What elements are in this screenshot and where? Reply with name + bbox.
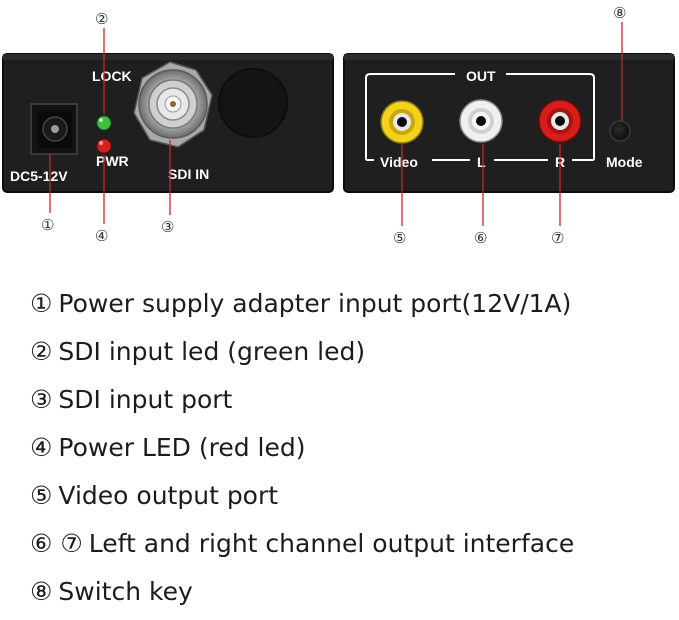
output-side-panel: OUT Video L R Mode bbox=[343, 53, 675, 193]
callout-7: ⑦ bbox=[551, 229, 564, 247]
sdi-bnc-connector bbox=[133, 61, 213, 148]
l-rca-jack bbox=[459, 99, 503, 143]
legend-text: Video output port bbox=[58, 481, 279, 510]
legend-number: ② bbox=[30, 337, 53, 366]
lock-label: LOCK bbox=[92, 68, 132, 84]
callout-5: ⑤ bbox=[393, 229, 406, 247]
l-label: L bbox=[477, 154, 486, 170]
legend-text: SDI input port bbox=[58, 385, 233, 414]
input-side-panel: DC5-12V LOCK PWR SDI IN bbox=[2, 53, 334, 193]
dc-label: DC5-12V bbox=[10, 168, 68, 184]
mode-label: Mode bbox=[606, 154, 643, 170]
sdi-in-label: SDI IN bbox=[168, 166, 209, 182]
callout-3: ③ bbox=[161, 218, 174, 236]
callout-1: ① bbox=[41, 216, 54, 234]
dc-power-jack bbox=[30, 103, 78, 155]
callout-6: ⑥ bbox=[474, 229, 487, 247]
mode-button bbox=[609, 120, 631, 142]
legend-text: Power supply adapter input port(12V/1A) bbox=[58, 289, 572, 318]
callout-lines bbox=[49, 22, 623, 226]
legend-text: Switch key bbox=[58, 577, 193, 606]
legend-number: ④ bbox=[30, 433, 53, 462]
device-panels-diagram: DC5-12V LOCK PWR SDI IN OUT bbox=[2, 4, 675, 247]
callout-8: ⑧ bbox=[613, 4, 626, 22]
legend-number: ⑥ ⑦ bbox=[30, 529, 83, 558]
r-rca-jack bbox=[538, 99, 582, 143]
legend-number: ① bbox=[30, 289, 53, 318]
callout-4: ④ bbox=[95, 227, 108, 245]
blank-recess bbox=[218, 68, 288, 138]
lock-led bbox=[96, 115, 112, 131]
video-label: Video bbox=[380, 154, 418, 170]
video-rca-jack bbox=[380, 100, 424, 144]
pwr-label: PWR bbox=[96, 153, 129, 169]
legend-number: ⑤ bbox=[30, 481, 53, 510]
pwr-led bbox=[96, 138, 112, 154]
out-label: OUT bbox=[466, 68, 496, 84]
legend-text: Left and right channel output interface bbox=[88, 529, 575, 558]
legend-text: SDI input led (green led) bbox=[58, 337, 366, 366]
legend-number: ⑧ bbox=[30, 577, 53, 606]
callout-2: ② bbox=[95, 10, 108, 28]
legend-number: ③ bbox=[30, 385, 53, 414]
legend-text: Power LED (red led) bbox=[58, 433, 306, 462]
